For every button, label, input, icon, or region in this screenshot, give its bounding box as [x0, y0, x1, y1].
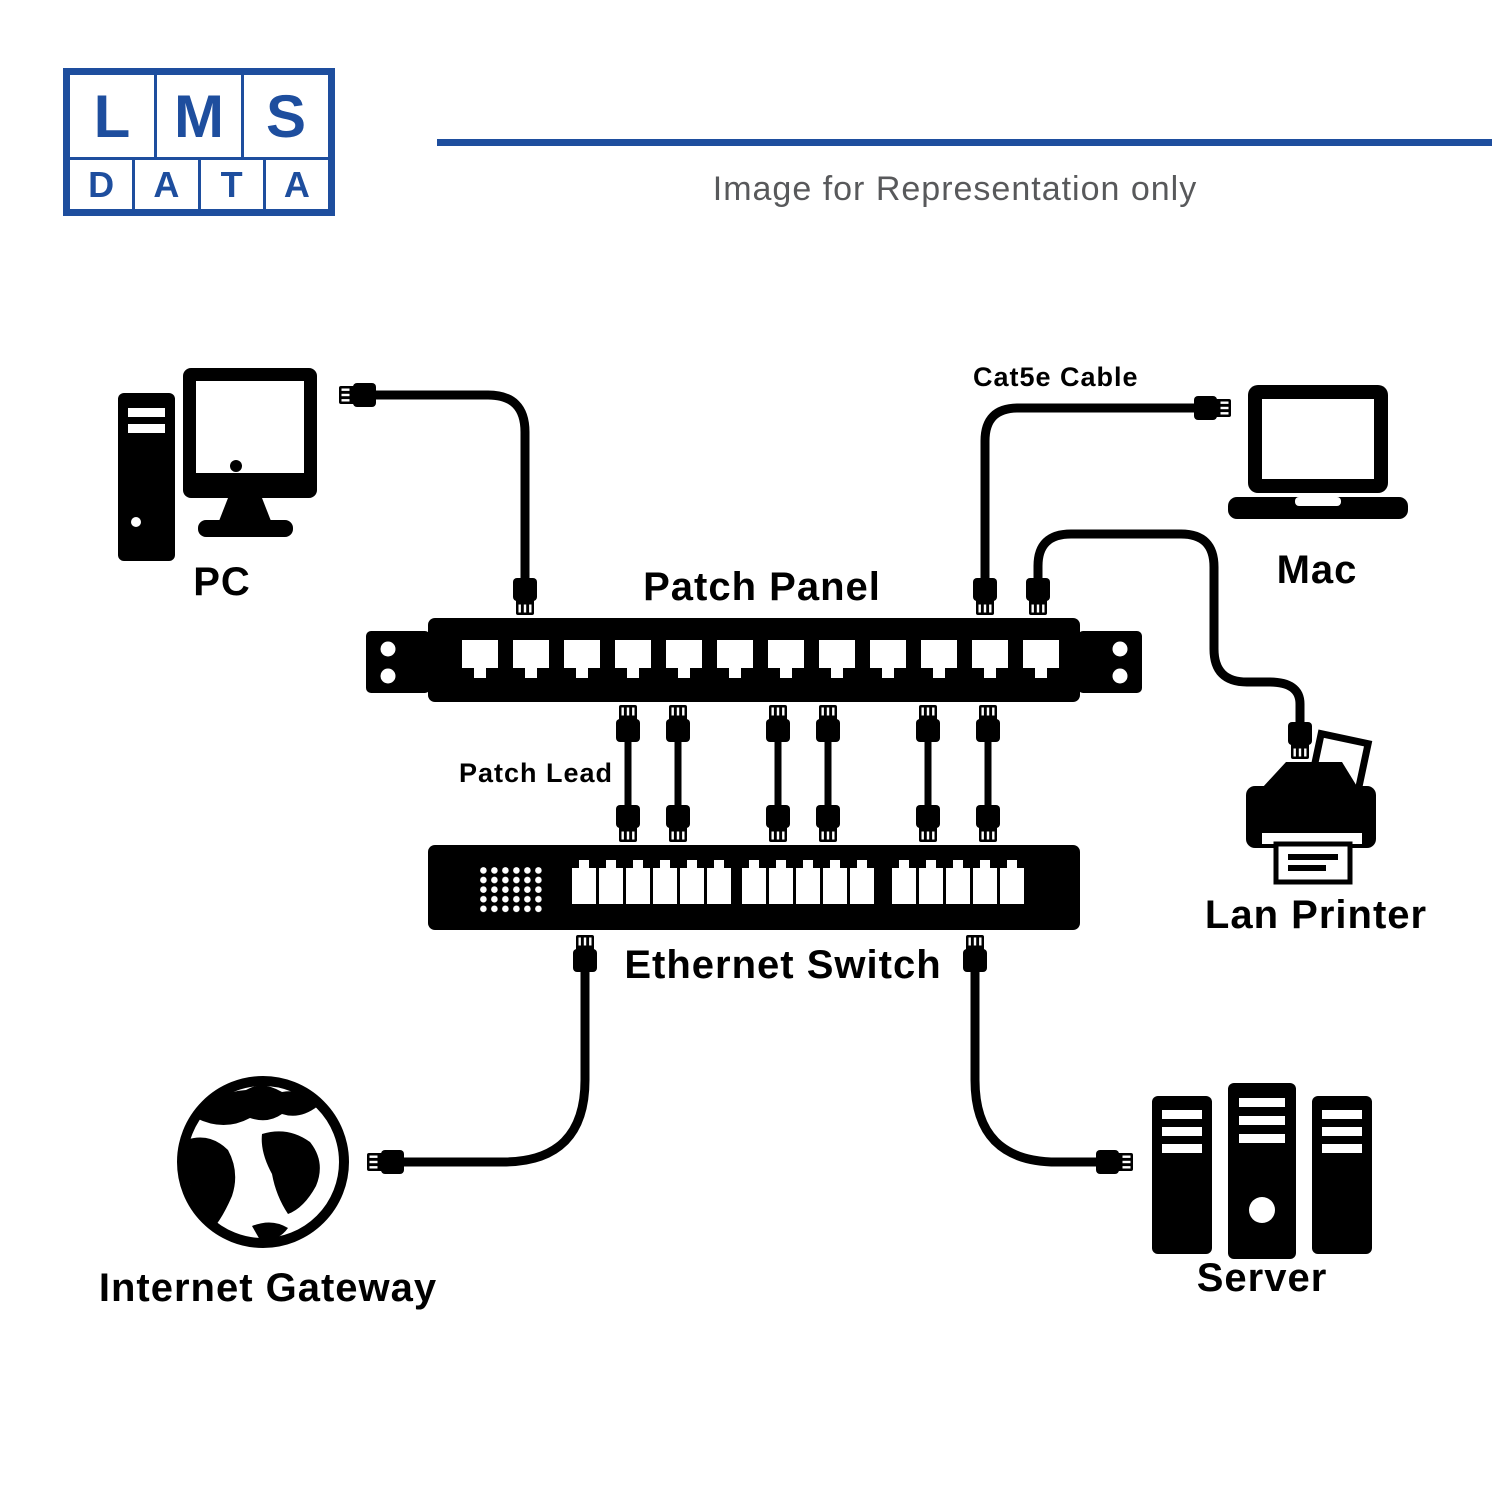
rj45-port [823, 860, 847, 904]
cable-panel-to-printer [1026, 529, 1312, 759]
rj45-port [796, 860, 820, 904]
vent-grille [480, 867, 546, 915]
pc-label: PC [193, 560, 251, 604]
rj45-port [742, 860, 766, 904]
patch-lead-cable [816, 705, 840, 842]
rj45-plug-icon [616, 705, 640, 742]
logo-letter: L [70, 75, 157, 158]
ethernet-switch-label: Ethernet Switch [624, 943, 942, 987]
rj45-port [615, 640, 651, 678]
rj45-port [717, 640, 753, 678]
rj45-port [768, 640, 804, 678]
switch-ports [572, 860, 1024, 904]
logo-letter: S [265, 82, 307, 150]
logo-row-data: D A T A [70, 160, 328, 209]
rj45-port [921, 640, 957, 678]
logo-letter: T [201, 160, 266, 209]
rj45-plug-icon [367, 1150, 404, 1174]
rj45-port [513, 640, 549, 678]
rj45-port [572, 860, 596, 904]
rj45-port [707, 860, 731, 904]
rj45-port [946, 860, 970, 904]
rj45-plug-icon [916, 705, 940, 742]
rj45-plug-icon [976, 705, 1000, 742]
patch-lead-cable [916, 705, 940, 842]
cable-switch-to-gateway [367, 935, 597, 1174]
server-label: Server [1196, 1256, 1328, 1300]
internet-gateway-label: Internet Gateway [98, 1266, 438, 1310]
rj45-port [892, 860, 916, 904]
rj45-plug-icon [1194, 396, 1231, 420]
rj45-port [850, 860, 874, 904]
rj45-port [564, 640, 600, 678]
logo-letter: A [135, 160, 201, 209]
rj45-plug-icon [1096, 1150, 1133, 1174]
logo-letter: A [283, 163, 310, 205]
rj45-port [599, 860, 623, 904]
header-caption: Image for Representation only [712, 170, 1198, 208]
rj45-plug-icon [1288, 722, 1312, 759]
rj45-port [626, 860, 650, 904]
logo-letter: D [70, 160, 136, 209]
cat5e-cable-label: Cat5e Cable [973, 362, 1139, 392]
rj45-plug-icon [666, 705, 690, 742]
cable-switch-to-server [963, 935, 1133, 1174]
patch-leads [616, 705, 1000, 842]
rj45-port [1000, 860, 1024, 904]
rj45-plug-icon [816, 805, 840, 842]
rj45-port [972, 640, 1008, 678]
patch-panel-icon [366, 618, 1142, 702]
mac-icon [1228, 385, 1408, 519]
lms-data-logo: L M S D A T A [63, 68, 335, 216]
patch-lead-cable [766, 705, 790, 842]
pc-icon [118, 368, 317, 561]
rj45-plug-icon [963, 935, 987, 972]
rj45-port [462, 640, 498, 678]
patch-lead-cable [616, 705, 640, 842]
rj45-port [1023, 640, 1059, 678]
rj45-plug-icon [973, 578, 997, 615]
rj45-port [666, 640, 702, 678]
rj45-plug-icon [816, 705, 840, 742]
rj45-plug-icon [616, 805, 640, 842]
patch-panel-label: Patch Panel [643, 565, 881, 609]
rj45-port [680, 860, 704, 904]
mac-label: Mac [1276, 548, 1358, 592]
logo-letter: M [157, 75, 244, 158]
cable-pc-to-panel [339, 383, 537, 615]
rj45-port [769, 860, 793, 904]
rj45-plug-icon [1026, 578, 1050, 615]
patch-lead-cable [976, 705, 1000, 842]
rj45-plug-icon [976, 805, 1000, 842]
rj45-plug-icon [513, 578, 537, 615]
patch-panel-ports [462, 640, 1059, 678]
globe-icon [177, 1076, 349, 1248]
patch-lead-cable [666, 705, 690, 842]
rj45-port [870, 640, 906, 678]
ethernet-switch-icon [428, 845, 1080, 930]
rj45-port [973, 860, 997, 904]
rj45-port [919, 860, 943, 904]
printer-icon [1246, 729, 1376, 885]
rj45-plug-icon [666, 805, 690, 842]
rj45-plug-icon [766, 705, 790, 742]
rj45-plug-icon [766, 805, 790, 842]
lan-printer-label: Lan Printer [1204, 893, 1428, 937]
rj45-plug-icon [916, 805, 940, 842]
rj45-port [819, 640, 855, 678]
patch-lead-label: Patch Lead [459, 758, 614, 788]
rj45-port [653, 860, 677, 904]
logo-row-lms: L M S [70, 75, 328, 161]
cable-panel-to-mac [973, 396, 1231, 615]
header-rule [437, 139, 1492, 146]
server-icon [1152, 1083, 1372, 1259]
rj45-plug-icon [573, 935, 597, 972]
rj45-plug-icon [339, 383, 376, 407]
